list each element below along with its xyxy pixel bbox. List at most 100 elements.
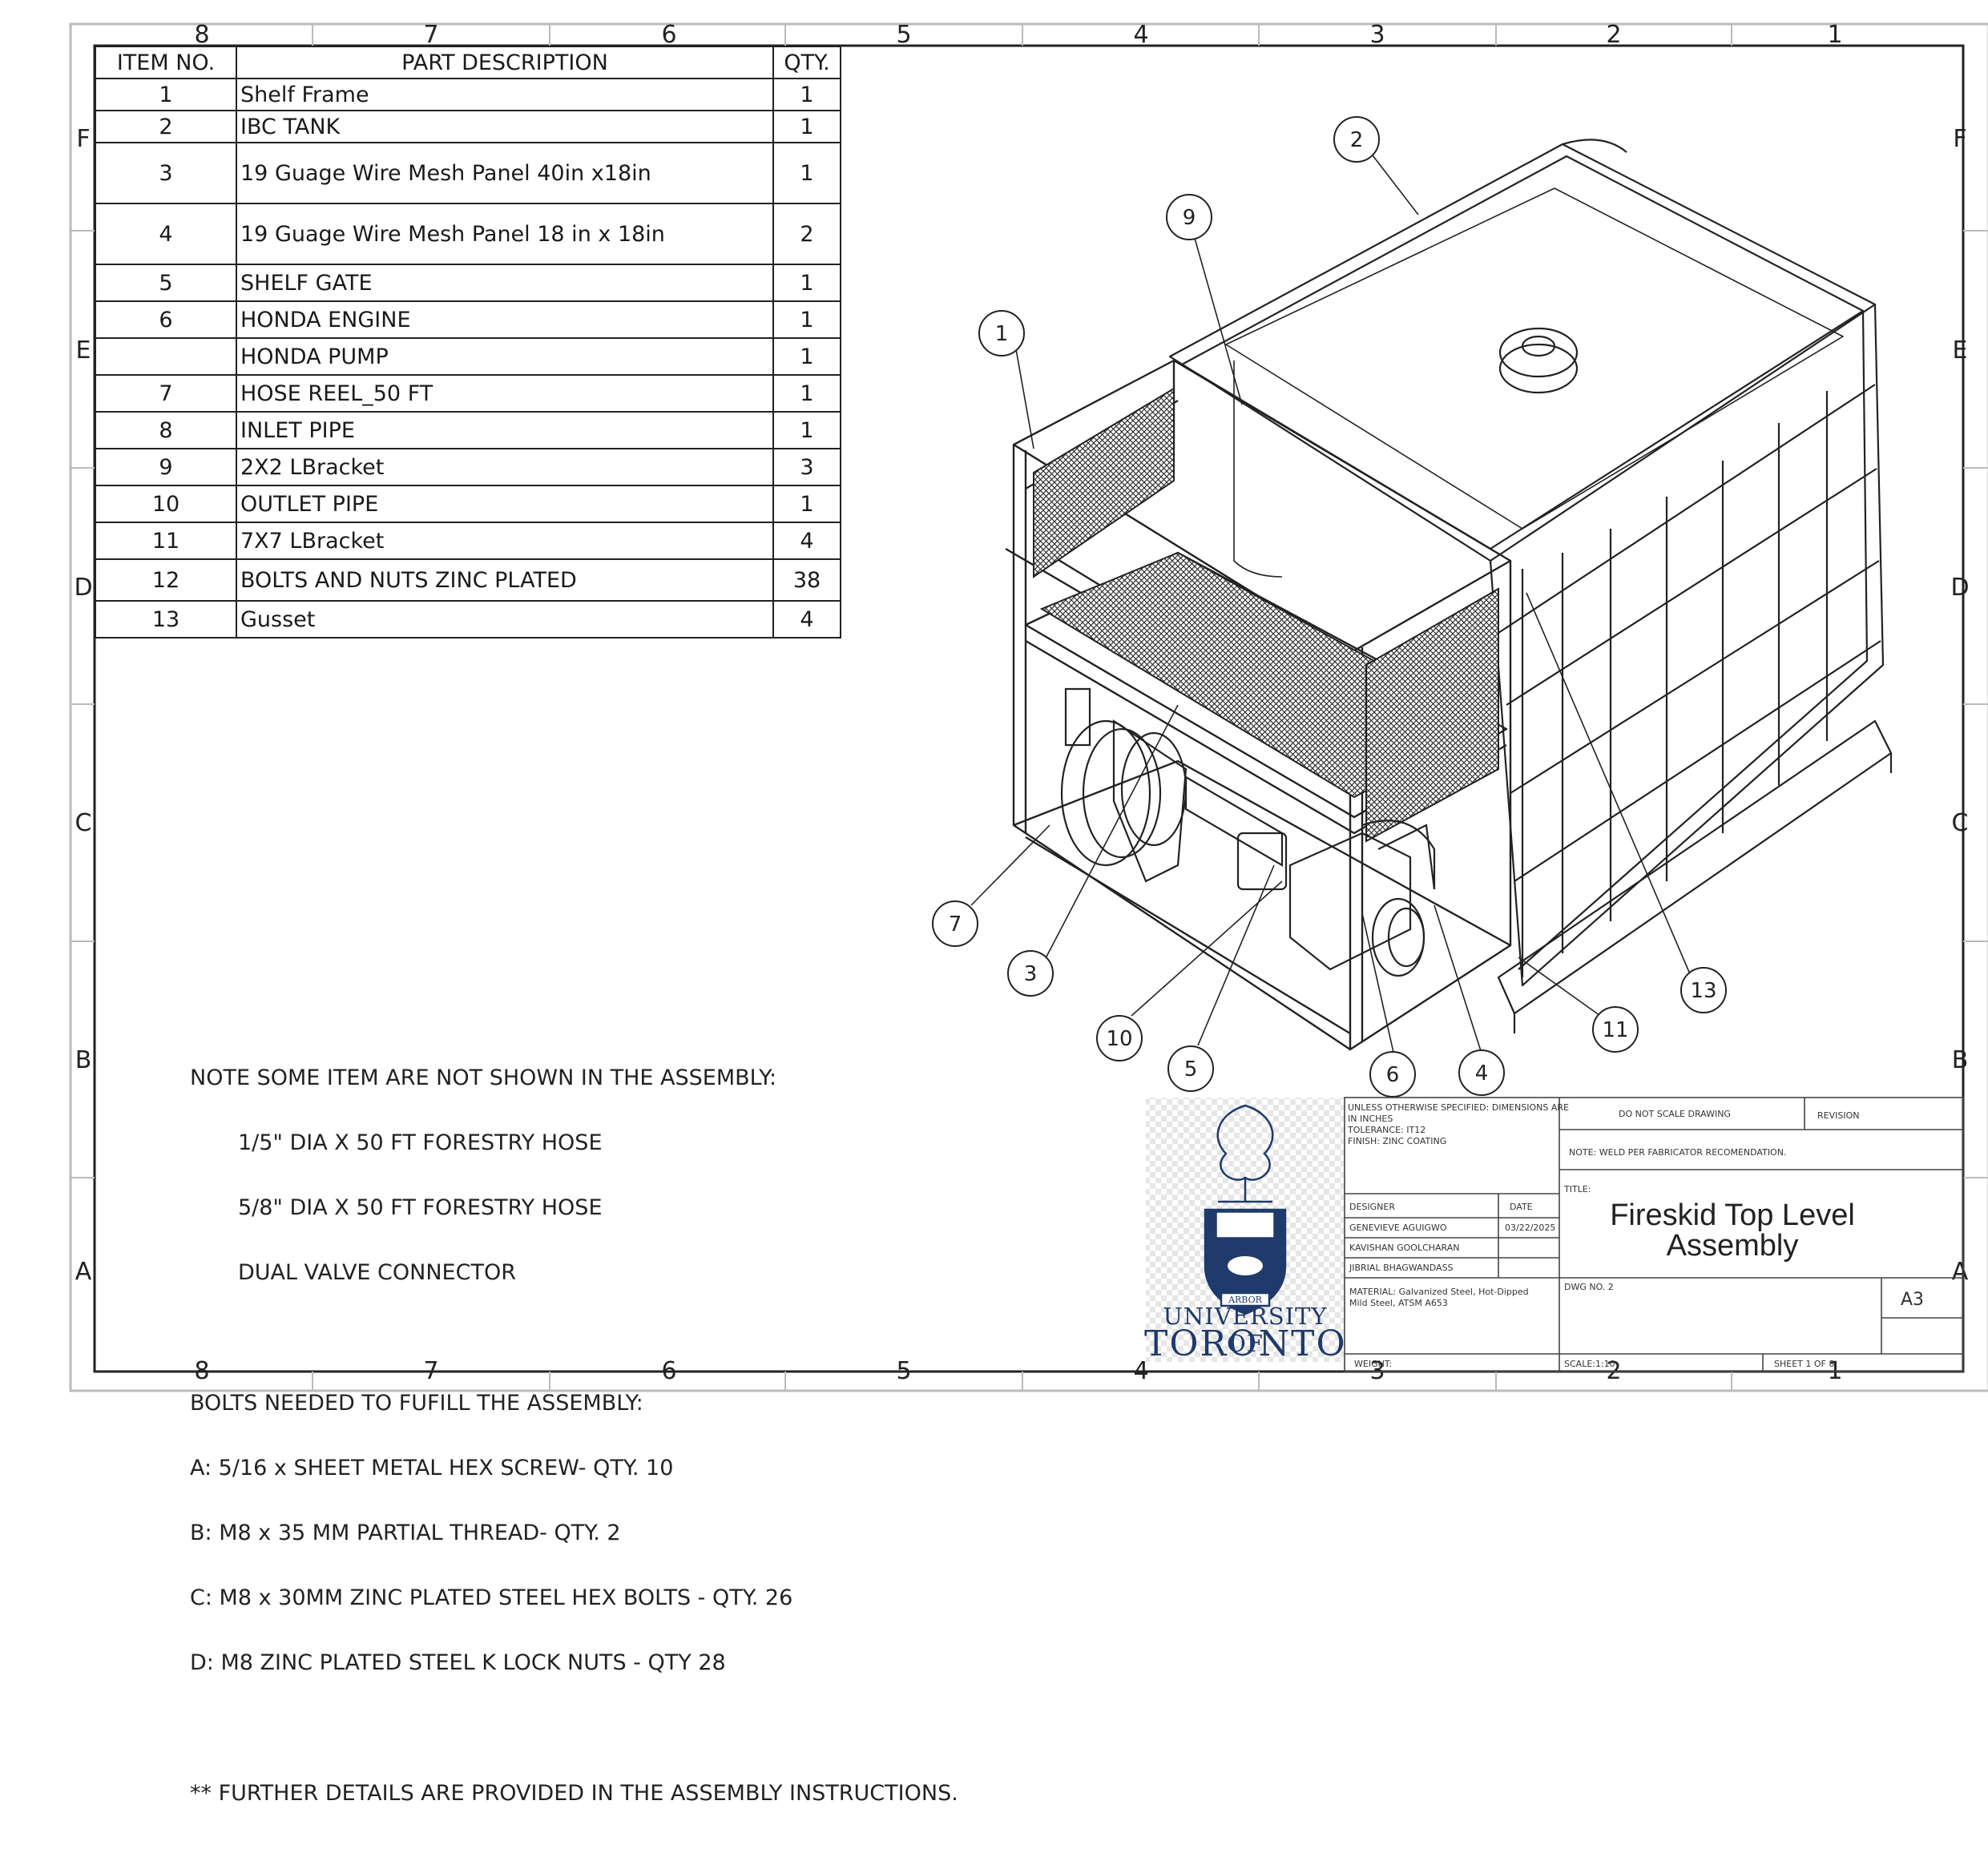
logo-university-of: UNIVERSITY OF bbox=[1163, 1303, 1328, 1357]
zone-col-label: 1 bbox=[1827, 21, 1843, 49]
bom-cell-item: 4 bbox=[95, 203, 237, 265]
note-item: 5/8" DIA X 50 FT FORESTRY HOSE bbox=[238, 1195, 603, 1220]
tb-note: NOTE: WELD PER FABRICATOR RECOMENDATION. bbox=[1569, 1147, 1787, 1158]
bom-cell-item: 5 bbox=[95, 264, 237, 302]
balloon-label: 4 bbox=[1475, 1061, 1489, 1086]
bom-cell-item: 10 bbox=[95, 485, 237, 523]
note-item: DUAL VALVE CONNECTOR bbox=[238, 1260, 516, 1285]
bom-cell-description: 7X7 LBracket bbox=[236, 522, 774, 560]
bom-cell-qty: 1 bbox=[772, 337, 841, 376]
balloon-label: 7 bbox=[949, 912, 962, 937]
tb-scale: SCALE:1:10 bbox=[1564, 1359, 1615, 1369]
zone-row-label: D bbox=[74, 574, 93, 602]
bom-header-item: ITEM NO. bbox=[95, 46, 237, 79]
balloon-label: 11 bbox=[1602, 1018, 1628, 1042]
note-bolt-item: B: M8 x 35 MM PARTIAL THREAD- QTY. 2 bbox=[190, 1521, 621, 1545]
bom-cell-description: 19 Guage Wire Mesh Panel 18 in x 18in bbox=[236, 203, 774, 265]
tb-date-value: 03/22/2025 bbox=[1505, 1223, 1556, 1233]
tb-sheet-size: A3 bbox=[1901, 1290, 1925, 1310]
tb-date-label: DATE bbox=[1510, 1202, 1533, 1212]
bom-header-row: ITEM NO. PART DESCRIPTION QTY. bbox=[95, 46, 841, 79]
tb-spec-line1: UNLESS OTHERWISE SPECIFIED: DIMENSIONS A… bbox=[1348, 1102, 1569, 1113]
bom-cell-item: 7 bbox=[95, 374, 237, 413]
zone-col-label: 7 bbox=[423, 21, 439, 49]
balloon-7 bbox=[932, 900, 978, 947]
balloon-label: 6 bbox=[1386, 1063, 1400, 1087]
bom-cell-description: HOSE REEL_50 FT bbox=[236, 374, 774, 413]
assembly-isometric-view bbox=[970, 139, 1893, 1057]
note-bolt-item: D: M8 ZINC PLATED STEEL K LOCK NUTS - QT… bbox=[190, 1650, 726, 1675]
university-crest-logo: ARBOR bbox=[1204, 1104, 1287, 1315]
balloon-10 bbox=[1096, 1015, 1143, 1061]
tb-designer-name: GENEVIEVE AGUIGWO bbox=[1349, 1223, 1447, 1233]
tb-weight: WEIGHT: bbox=[1354, 1359, 1393, 1369]
drawing-title-line2: Assembly bbox=[1666, 1229, 1799, 1263]
bom-cell-qty: 4 bbox=[772, 522, 841, 560]
tb-finish: FINISH: ZINC COATING bbox=[1348, 1136, 1447, 1146]
bom-cell-item: 3 bbox=[95, 142, 237, 204]
bom-cell-item: 6 bbox=[95, 300, 237, 339]
zone-row-label: C bbox=[1951, 809, 1969, 837]
note-bolt-item: A: 5/16 x SHEET METAL HEX SCREW- QTY. 10 bbox=[190, 1456, 674, 1480]
tb-spec-line2: IN INCHES bbox=[1348, 1114, 1393, 1124]
balloon-2 bbox=[1333, 116, 1380, 163]
tb-material-line2: Mild Steel, ATSM A653 bbox=[1349, 1298, 1448, 1308]
balloon-13 bbox=[1680, 967, 1727, 1013]
zone-col-label: 7 bbox=[423, 1357, 439, 1385]
zone-col-label: 4 bbox=[1133, 1357, 1149, 1385]
zone-col-label: 6 bbox=[661, 21, 677, 49]
zone-col-label: 5 bbox=[896, 21, 912, 49]
wire-mesh-panel-front bbox=[1365, 587, 1499, 843]
balloon-3 bbox=[1007, 950, 1054, 997]
note-not-shown-title: NOTE SOME ITEM ARE NOT SHOWN IN THE ASSE… bbox=[190, 1065, 777, 1090]
note-further-details: ** FURTHER DETAILS ARE PROVIDED IN THE A… bbox=[190, 1781, 958, 1806]
note-bolt-item: C: M8 x 30MM ZINC PLATED STEEL HEX BOLTS… bbox=[190, 1585, 793, 1610]
bom-cell-qty: 1 bbox=[772, 264, 841, 302]
zone-row-label: D bbox=[1950, 574, 1970, 602]
zone-row-label: E bbox=[75, 336, 91, 365]
zone-row-label: F bbox=[76, 125, 91, 153]
bom-cell-description: Shelf Frame bbox=[236, 78, 774, 111]
tb-designer-name: JIBRIAL BHAGWANDASS bbox=[1349, 1263, 1454, 1273]
bom-cell-description: INLET PIPE bbox=[236, 411, 774, 449]
bom-cell-item: 9 bbox=[95, 448, 237, 486]
bom-cell-qty: 1 bbox=[772, 411, 841, 449]
zone-col-label: 3 bbox=[1369, 21, 1385, 49]
zone-row-label: B bbox=[75, 1046, 92, 1074]
bom-header-qty: QTY. bbox=[772, 46, 841, 79]
balloon-label: 10 bbox=[1106, 1027, 1132, 1051]
bom-cell-description: BOLTS AND NUTS ZINC PLATED bbox=[236, 558, 774, 602]
crest-scroll-text: ARBOR bbox=[1228, 1295, 1263, 1305]
balloon-label: 3 bbox=[1024, 962, 1038, 986]
balloon-1 bbox=[978, 310, 1025, 357]
sheet-frame bbox=[69, 22, 1988, 1392]
bom-cell-qty: 1 bbox=[772, 374, 841, 413]
title-block-grid bbox=[1146, 1097, 1964, 1372]
tb-dwg-no: DWG NO. 2 bbox=[1564, 1282, 1614, 1292]
bom-cell-qty: 38 bbox=[772, 558, 841, 602]
balloons: 1 2 3 4 5 6 7 9 10 11 13 bbox=[932, 116, 1727, 1098]
tb-designer-name: KAVISHAN GOOLCHARAN bbox=[1349, 1243, 1460, 1253]
zone-col-label: 2 bbox=[1606, 21, 1622, 49]
bom-cell-item: 1 bbox=[95, 78, 237, 111]
bom-cell-item: 12 bbox=[95, 558, 237, 602]
logo-toronto: TORONTO bbox=[1144, 1323, 1347, 1364]
bom-cell-item: 2 bbox=[95, 110, 237, 143]
zone-row-label: A bbox=[75, 1258, 92, 1286]
bom-cell-qty: 1 bbox=[772, 485, 841, 523]
balloon-4 bbox=[1458, 1049, 1505, 1096]
tb-revision-label: REVISION bbox=[1817, 1110, 1860, 1121]
drawing-title: Fireskid Top Level Assembly bbox=[1564, 1200, 1901, 1261]
